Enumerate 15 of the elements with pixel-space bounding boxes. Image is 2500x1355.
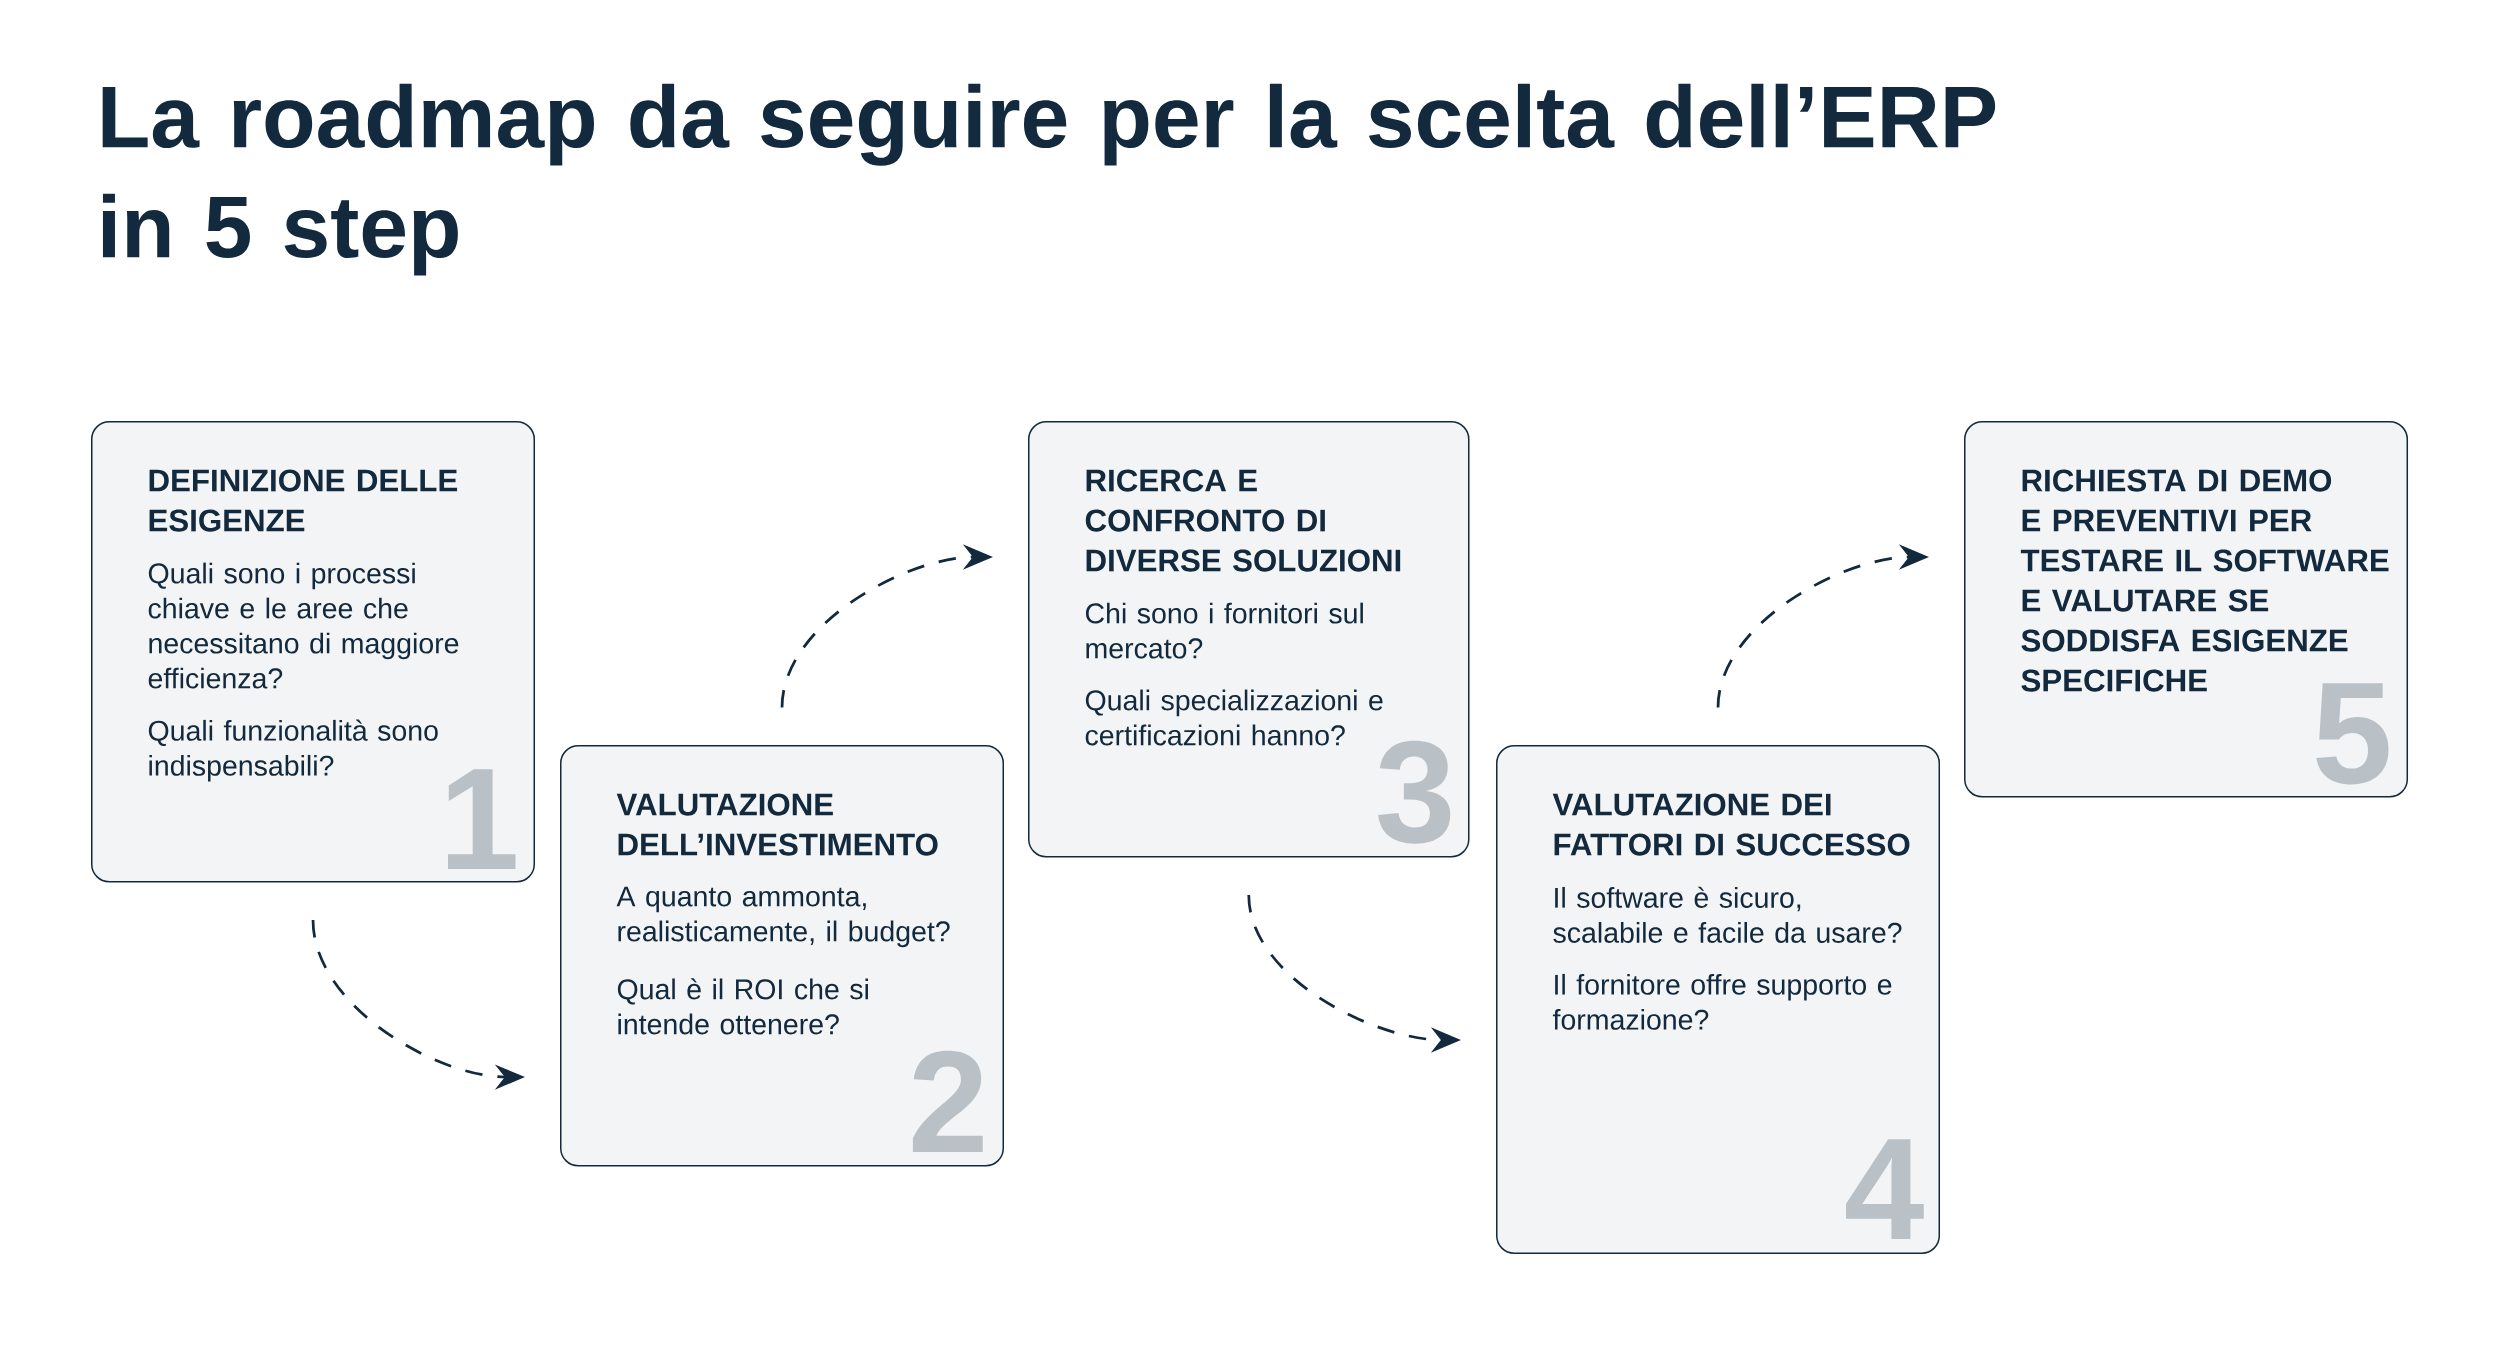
question-text: Qual è il ROI che si intende ottenere? bbox=[617, 978, 868, 1035]
question-text: Il fornitore offre supporto e formazione? bbox=[1552, 973, 1892, 1030]
step-heading: RICERCA E CONFRONTO DI DIVERSE SOLUZIONI bbox=[1085, 469, 1401, 572]
question-text: A quanto ammonta, realisticamente, il budget? bbox=[616, 886, 950, 948]
step-number: 1 bbox=[448, 769, 516, 869]
question-text: Chi sono i fornitori sul mercato? bbox=[1085, 602, 1363, 659]
step-number: 4 bbox=[1846, 1139, 1924, 1239]
question-text: Quali sono i processi chiave e le aree che necessitano di maggiore efficienza? bbox=[148, 562, 459, 689]
question-text: Il software è sicuro, scalabile e facile da usare? bbox=[1553, 886, 1902, 943]
question-text: Quali funzionalità sono indispensabili? bbox=[148, 719, 438, 782]
title: La roadmap da seguire per la scelta dell’ERP in 5 step bbox=[102, 83, 1996, 276]
step-heading: VALUTAZIONE DEI FATTORI DI SUCCESSO bbox=[1552, 793, 1910, 856]
step-heading: DEFINIZIONE DELLE ESIGENZE bbox=[149, 469, 458, 532]
step-number: 2 bbox=[912, 1050, 983, 1152]
step-heading: VALUTAZIONE DELL’INVESTIMENTO bbox=[616, 793, 938, 856]
